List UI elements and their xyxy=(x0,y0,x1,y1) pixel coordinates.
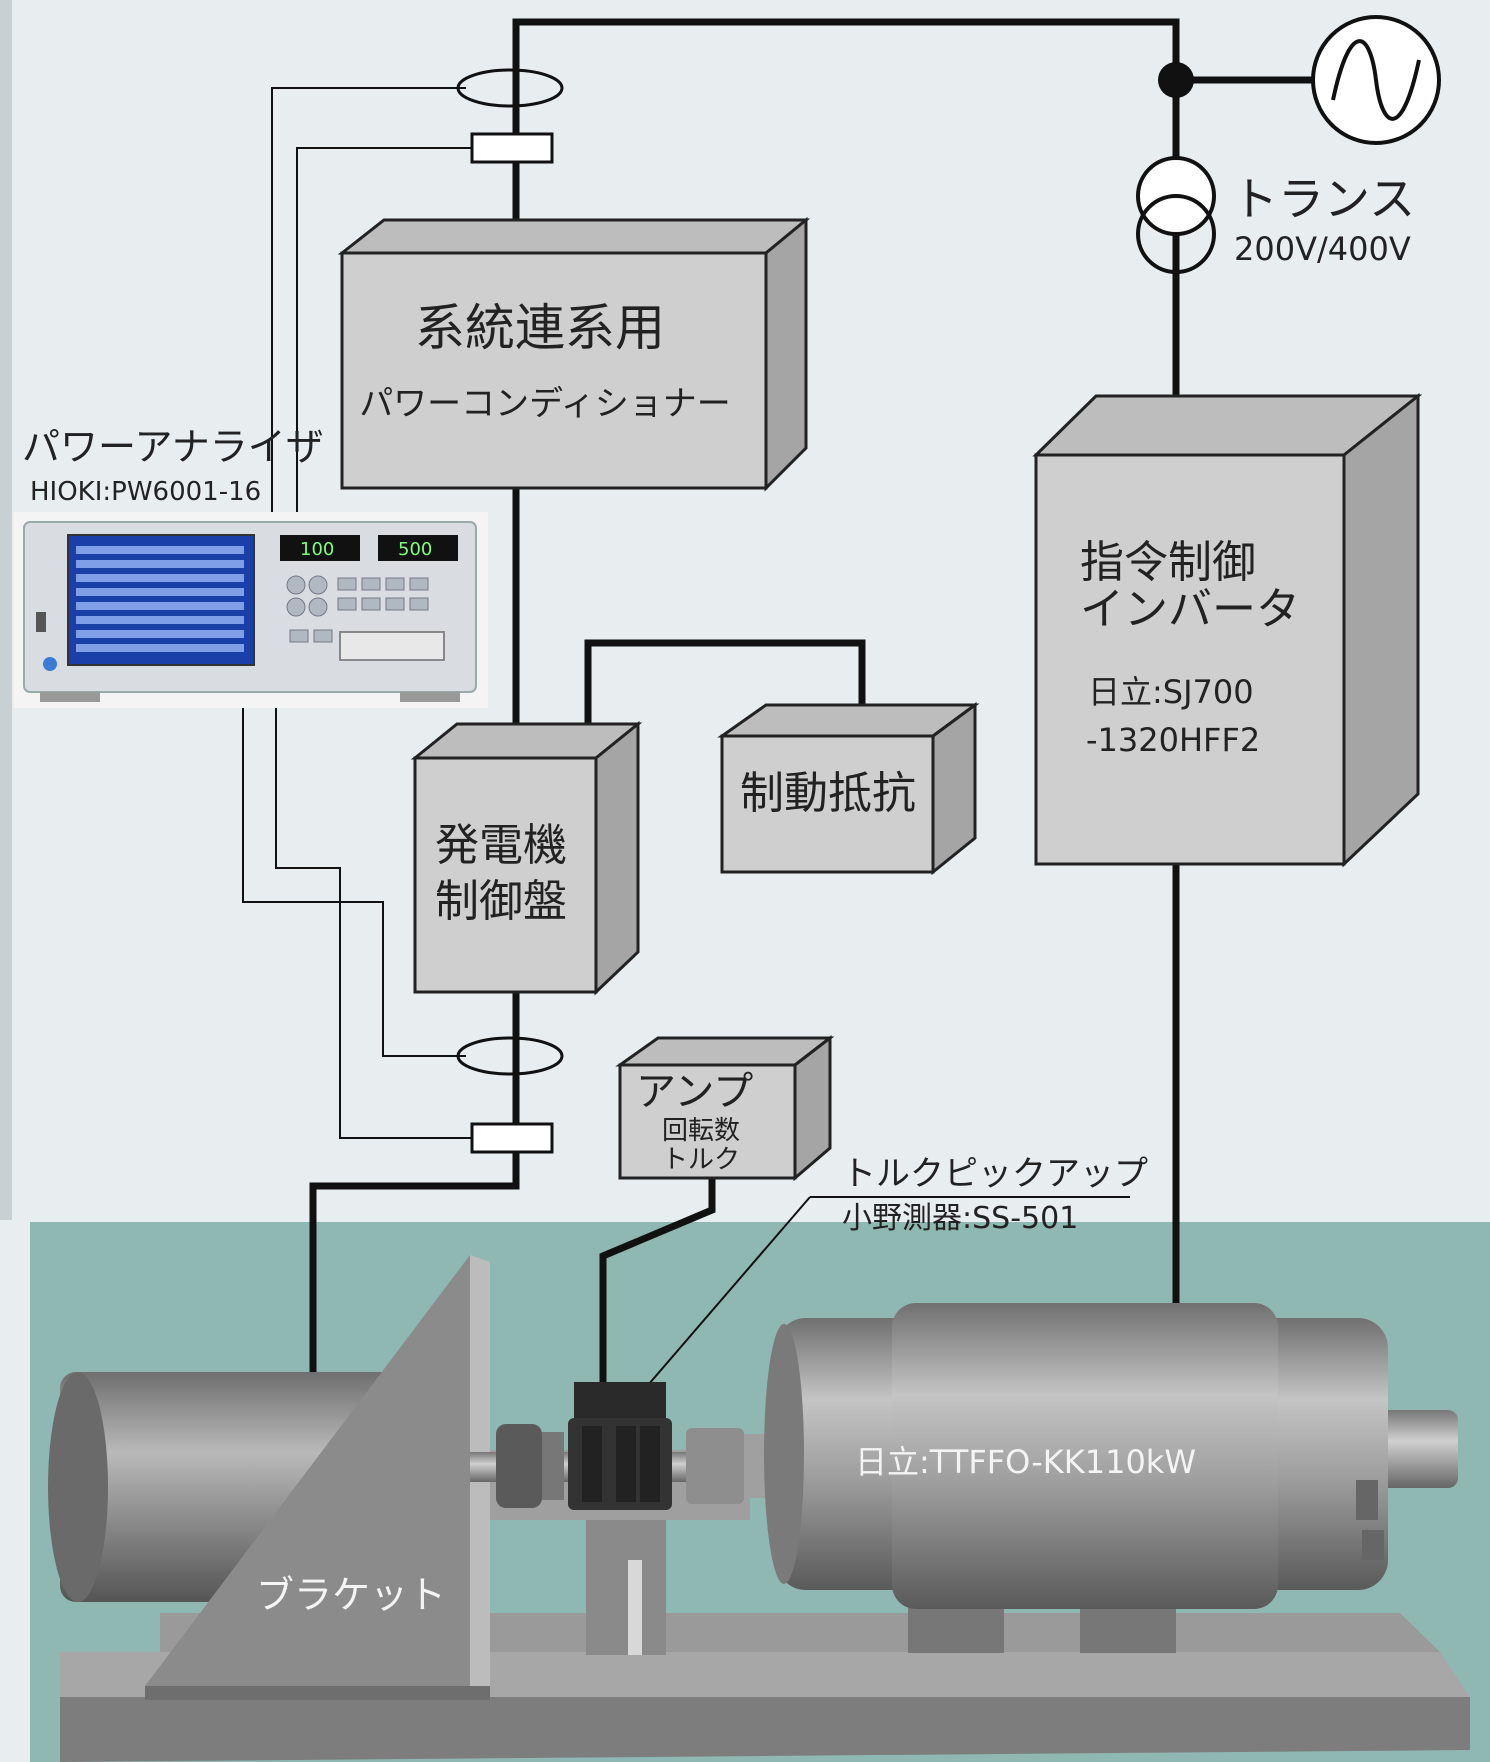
bracket-label: ブラケット xyxy=(256,1573,446,1617)
measurement-wiring xyxy=(242,87,1130,1407)
generator-panel-line1: 発電機 xyxy=(435,820,567,871)
generator-panel-box xyxy=(410,720,643,996)
inverter-line2: インバータ xyxy=(1080,584,1300,635)
amp-title: アンプ xyxy=(636,1069,753,1115)
power-conditioner-line1: 系統連系用 xyxy=(415,299,665,357)
analyzer-model: HIOKI:PW6001-16 xyxy=(30,477,261,507)
sense-wire-3 xyxy=(242,698,466,1057)
ac-source-icon xyxy=(1311,15,1441,145)
power-analyzer-device: 100 500 xyxy=(14,512,488,708)
torque-pickup-device xyxy=(568,1382,672,1510)
bracket xyxy=(145,1255,490,1700)
sense-wire-4 xyxy=(275,698,472,1139)
brake-resistor-box xyxy=(717,702,980,876)
amp-line2: トルク xyxy=(662,1145,740,1175)
amp-box xyxy=(615,1034,835,1182)
analyzer-readout-left: 100 xyxy=(300,539,334,560)
wire-brake-resistor xyxy=(584,639,866,732)
transformer-icon xyxy=(1136,156,1216,274)
torque-pickup-model: 小野測器:SS-501 xyxy=(842,1201,1078,1236)
shaft-assembly xyxy=(470,1424,830,1508)
wire-panel-to-generator xyxy=(309,988,520,1432)
analyzer-title: パワーアナライザ xyxy=(22,425,324,469)
torque-pickup-title: トルクピックアップ xyxy=(842,1154,1148,1194)
pickup-leader-line xyxy=(629,1196,811,1407)
power-conditioner-box xyxy=(337,216,811,492)
analyzer-printer-slot xyxy=(339,631,445,661)
current-clamp-icon xyxy=(456,68,564,108)
motor-label: 日立:TTFFO-KK110kW xyxy=(855,1443,1196,1481)
amp-line1: 回転数 xyxy=(662,1116,740,1146)
generator-panel-line2: 制御盤 xyxy=(435,876,567,927)
inverter-maker: 日立:SJ700 xyxy=(1088,673,1254,711)
analyzer-screen-rows xyxy=(76,546,244,652)
inverter-model: -1320HFF2 xyxy=(1086,721,1260,759)
brake-resistor-label: 制動抵抗 xyxy=(740,768,916,819)
left-edge-strip xyxy=(0,0,12,1220)
voltage-probe-icon xyxy=(470,1122,554,1154)
analyzer-screen xyxy=(67,534,255,666)
inverter-line1: 指令制御 xyxy=(1080,537,1256,588)
analyzer-readout-right: 500 xyxy=(398,539,432,560)
transformer-title: トランス xyxy=(1232,172,1415,226)
junction-dot xyxy=(1158,62,1194,98)
wire-amp-to-pickup xyxy=(599,1172,716,1424)
current-clamp-icon xyxy=(456,1036,564,1076)
transformer-rating: 200V/400V xyxy=(1234,230,1411,268)
inverter-box xyxy=(1032,392,1423,868)
sense-wire-1 xyxy=(271,87,466,522)
analyzer-keypad xyxy=(286,575,429,643)
motor-machine xyxy=(764,1303,1458,1609)
sense-wire-2 xyxy=(296,147,472,522)
voltage-probe-icon xyxy=(470,132,554,164)
power-conditioner-line2: パワーコンディショナー xyxy=(359,384,731,424)
